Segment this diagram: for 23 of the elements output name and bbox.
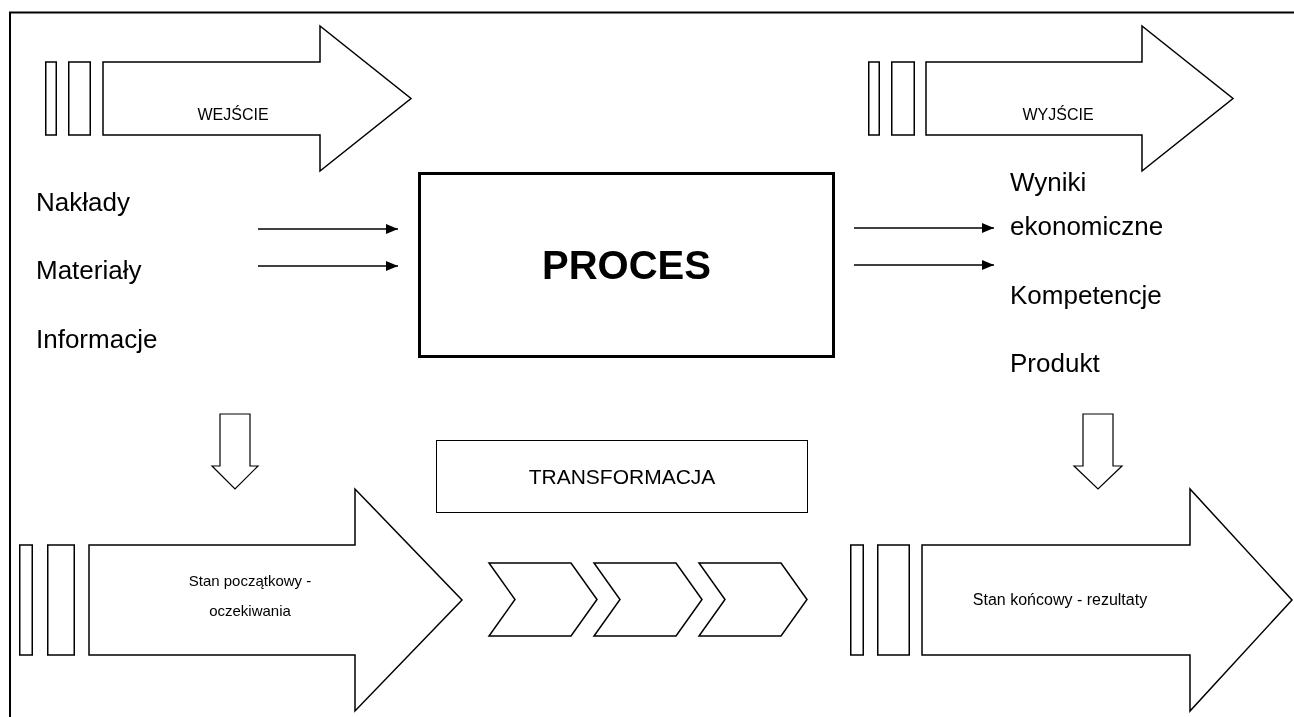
- output-text: Wyniki ekonomiczne: [1010, 160, 1200, 248]
- chevron-shape: [488, 562, 598, 637]
- list-item-text: Materiały: [36, 254, 143, 287]
- list-item-text: Informacje: [36, 323, 159, 356]
- block-arrow: [868, 25, 1234, 172]
- arrow-text: WYJŚCIE: [1021, 104, 1095, 125]
- arrow: [257, 261, 399, 271]
- arrow-text: Stan początkowy - oczekiwania: [187, 571, 313, 621]
- process-box: TRANSFORMACJA: [436, 440, 808, 513]
- block-arrow: [19, 488, 463, 712]
- arrow-text: WEJŚCIE: [196, 104, 270, 125]
- block-arrow: [45, 25, 412, 172]
- arrow: [853, 260, 995, 270]
- arrow: [257, 224, 399, 234]
- block-arrow: [850, 488, 1293, 712]
- list-item-text: Kompetencje: [1010, 279, 1163, 312]
- arrow-text: Stan końcowy - rezultaty: [971, 590, 1149, 610]
- list-item-text: Nakłady: [36, 186, 131, 219]
- chevron-shape: [593, 562, 703, 637]
- arrow: [853, 223, 995, 233]
- list-item-text: Produkt: [1010, 347, 1101, 380]
- process-box: PROCES: [418, 172, 835, 358]
- chevron-shape: [698, 562, 808, 637]
